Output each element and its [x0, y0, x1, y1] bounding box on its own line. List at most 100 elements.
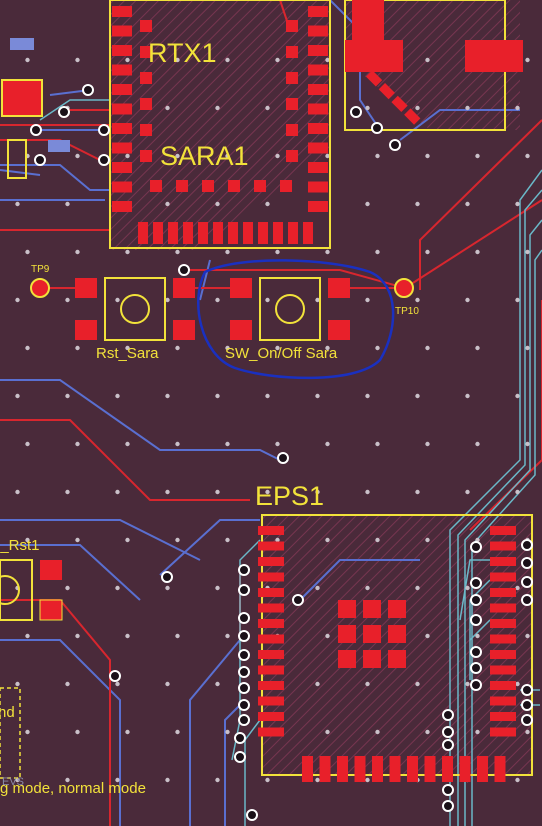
- grid-via: [465, 297, 470, 303]
- blue-traces: [0, 0, 520, 826]
- via: [470, 646, 482, 658]
- grid-via: [365, 201, 370, 207]
- via: [442, 726, 454, 738]
- module-pad: [112, 162, 132, 173]
- grid-via: [25, 537, 30, 543]
- via: [470, 541, 482, 553]
- module-pad: [112, 103, 132, 115]
- via: [389, 139, 401, 151]
- grid-via: [365, 105, 370, 111]
- module-pad: [168, 222, 178, 244]
- grid-via: [325, 249, 330, 255]
- hand-drawn-ellipse-icon: [197, 259, 395, 380]
- sw-onoff-sara-label: SW_On/Off Sara: [225, 345, 338, 362]
- grid-via: [375, 537, 380, 543]
- module-pad: [243, 222, 253, 244]
- via: [442, 800, 454, 812]
- grid-via: [75, 537, 80, 543]
- grid-via: [425, 537, 430, 543]
- via: [470, 577, 482, 589]
- via: [238, 630, 250, 642]
- sw-onoff-sara-button[interactable]: SW_On/Off Sara: [225, 277, 350, 362]
- module-pad: [490, 557, 516, 566]
- grid-via: [465, 681, 470, 687]
- grid-via: [15, 681, 20, 687]
- module-pad: [494, 756, 506, 782]
- grid-via: [165, 681, 170, 687]
- tactile-switch-icon: [120, 294, 150, 324]
- rst1-label: p_Rst1: [0, 537, 40, 554]
- grid-via: [165, 105, 170, 111]
- via: [470, 614, 482, 626]
- grid-via: [65, 777, 70, 783]
- grid-via: [225, 633, 230, 639]
- test-point-tp10[interactable]: TP10: [394, 278, 419, 317]
- test-point-tp9[interactable]: TP9: [30, 264, 50, 298]
- grid-via: [75, 345, 80, 351]
- grid-via: [465, 585, 470, 591]
- grid-via: [375, 249, 380, 255]
- grid-via: [115, 777, 120, 783]
- grid-via: [125, 249, 130, 255]
- via: [442, 739, 454, 751]
- grid-via: [125, 537, 130, 543]
- grid-via: [465, 393, 470, 399]
- grid-via: [165, 777, 170, 783]
- module-pad: [308, 84, 328, 95]
- module-pad: [228, 180, 240, 192]
- grid-via: [125, 441, 130, 447]
- grid-via: [75, 249, 80, 255]
- grid-via: [265, 777, 270, 783]
- grid-via: [525, 729, 530, 735]
- module-pad: [140, 150, 152, 162]
- rst1-button-partial[interactable]: p_Rst1: [0, 537, 63, 621]
- rst-sara-button[interactable]: Rst_Sara: [75, 277, 195, 362]
- grid-via: [165, 393, 170, 399]
- via: [238, 564, 250, 576]
- grid-via: [315, 585, 320, 591]
- via: [161, 571, 173, 583]
- module-pad: [354, 756, 366, 782]
- thermal-pad: [363, 625, 381, 643]
- grid-via: [215, 105, 220, 111]
- via: [238, 666, 250, 678]
- grid-via: [325, 153, 330, 159]
- grid-via: [465, 489, 470, 495]
- grid-via: [115, 489, 120, 495]
- grid-via: [365, 393, 370, 399]
- module-pad: [337, 756, 348, 782]
- module-pad: [258, 619, 284, 628]
- grid-via: [65, 681, 70, 687]
- grid-via: [365, 681, 370, 687]
- grid-via: [15, 777, 20, 783]
- grid-via: [175, 153, 180, 159]
- module-pad: [308, 142, 328, 154]
- module-pad: [308, 162, 328, 173]
- module-pad: [490, 541, 516, 551]
- grid-via: [65, 489, 70, 495]
- grid-via: [315, 681, 320, 687]
- grid-via: [475, 345, 480, 351]
- grid-via: [215, 681, 220, 687]
- grid-via: [465, 105, 470, 111]
- module-pad: [140, 72, 152, 84]
- module-pad: [490, 526, 516, 535]
- grid-via: [525, 57, 530, 63]
- grid-via: [475, 153, 480, 159]
- module-pad: [286, 20, 298, 32]
- module-pad: [286, 46, 298, 58]
- grid-via: [425, 441, 430, 447]
- grid-via: [475, 729, 480, 735]
- module-pad: [112, 25, 132, 37]
- thermal-pad: [338, 600, 356, 618]
- via: [521, 684, 533, 696]
- via: [238, 714, 250, 726]
- grid-via: [25, 249, 30, 255]
- via: [246, 809, 258, 821]
- grid-via: [365, 297, 370, 303]
- grid-via: [415, 585, 420, 591]
- grid-via: [15, 393, 20, 399]
- module-pad: [258, 650, 284, 659]
- module-pad: [308, 25, 328, 37]
- module-pad: [490, 634, 516, 644]
